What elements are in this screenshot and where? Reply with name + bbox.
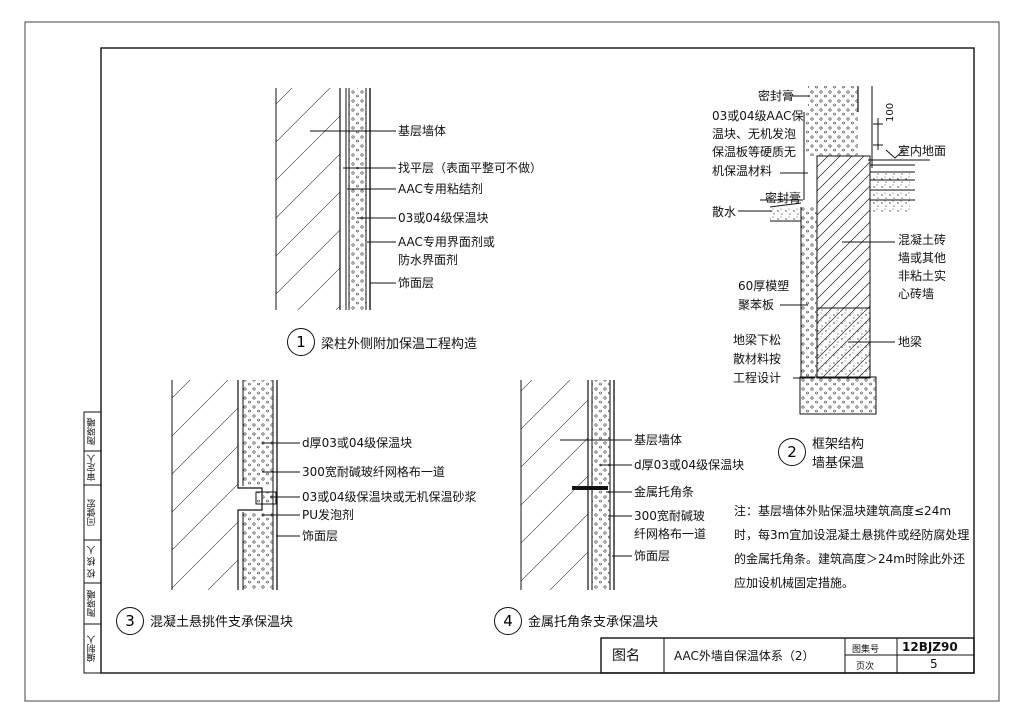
detail-3-caption: 混凝土悬挑件支承保温块 [150, 615, 294, 630]
label-wall-4: 心砖墙 [898, 287, 935, 301]
title-name: AAC外墙自保温体系（2） [674, 649, 815, 663]
label-d-insulation-4: d厚03或04级保温块 [634, 458, 745, 472]
atlas-number: 12BJZ90 [902, 640, 958, 654]
label-loose-2: 散材料按 [733, 352, 782, 366]
detail-2-number: 2 [778, 438, 806, 466]
label-finish-layer-4: 饰面层 [634, 549, 671, 563]
label-sealant-top: 密封膏 [758, 89, 795, 103]
label-metal-angle: 金属托角条 [634, 485, 695, 499]
label-eps-2: 聚苯板 [738, 298, 775, 312]
sidebar-approver-sign: 陶晓曦 [87, 418, 98, 445]
label-wall-2: 墙或其他 [898, 251, 947, 265]
page-label: 页次 [856, 662, 875, 672]
label-finish-layer-3: 饰面层 [302, 529, 339, 543]
label-eps-1: 60厚模塑 [738, 279, 790, 293]
page-number: 5 [930, 657, 938, 671]
label-aac-adhesive: AAC专用粘结剂 [398, 182, 483, 196]
title-name-label: 图名 [612, 648, 640, 664]
label-insulation-2: 温块、无机发泡 [712, 127, 797, 141]
label-interface-agent: AAC专用界面剂或 [398, 235, 495, 249]
label-wall-3: 非粘土实 [898, 269, 947, 283]
label-waterproof-agent: 防水界面剂 [398, 253, 459, 267]
sidebar-checker-sign: 闫健宏 [87, 499, 98, 526]
label-d-insulation: d厚03或04级保温块 [302, 436, 413, 450]
label-mesh-4b: 纤网格布一道 [634, 527, 707, 541]
detail-3-number: 3 [116, 607, 144, 635]
detail-4-number: 4 [494, 607, 522, 635]
label-apron: 散水 [712, 205, 737, 219]
detail-2-caption-1: 框架结构 [812, 437, 865, 452]
label-base-wall-4: 基层墙体 [634, 433, 683, 447]
label-finish-layer: 饰面层 [398, 276, 435, 290]
design-note: 注：基层墙体外贴保温块建筑高度≤24m时，每3m宜加设混凝土悬挑件或经防腐处理的… [734, 504, 970, 590]
sidebar-compiler-sign: 陶晓曦 [87, 590, 98, 617]
label-loose-3: 工程设计 [733, 371, 782, 385]
label-ground-beam: 地梁 [898, 335, 923, 349]
atlas-label: 图集号 [852, 645, 880, 655]
label-block-or-mortar: 03或04级保温块或无机保温砂浆 [302, 490, 477, 504]
label-loose-1: 地梁下松 [733, 333, 782, 347]
sidebar-approver-label: 审定人 [87, 454, 98, 482]
label-insulation-block: 03或04级保温块 [398, 211, 489, 225]
detail-1-number: 1 [287, 328, 315, 356]
label-mesh: 300宽耐碱玻纤网格布一道 [302, 465, 445, 479]
detail-2-caption-2: 墙基保温 [812, 456, 865, 471]
label-base-wall: 基层墙体 [398, 124, 447, 138]
sidebar-compiler-label: 编制人 [87, 635, 98, 662]
label-pu-foam: PU发泡剂 [302, 508, 355, 522]
label-insulation-4: 机保温材料 [712, 164, 773, 178]
label-insulation-1: 03或04级AAC保 [712, 109, 804, 123]
label-indoor-floor: 室内地面 [898, 144, 947, 158]
detail-4-caption: 金属托角条支承保温块 [528, 615, 659, 630]
label-insulation-3: 保温板等硬质无 [712, 145, 797, 159]
dimension-100: 100 [885, 102, 896, 122]
label-mesh-4a: 300宽耐碱玻 [634, 509, 705, 523]
label-leveling-layer: 找平层（表面平整可不做） [398, 161, 543, 175]
detail-1-caption: 梁柱外侧附加保温工程构造 [321, 337, 478, 352]
sidebar-checker-label: 校 核 人 [87, 545, 98, 578]
label-sealant-mid: 密封膏 [765, 191, 802, 205]
label-wall-1: 混凝土砖 [898, 233, 947, 247]
